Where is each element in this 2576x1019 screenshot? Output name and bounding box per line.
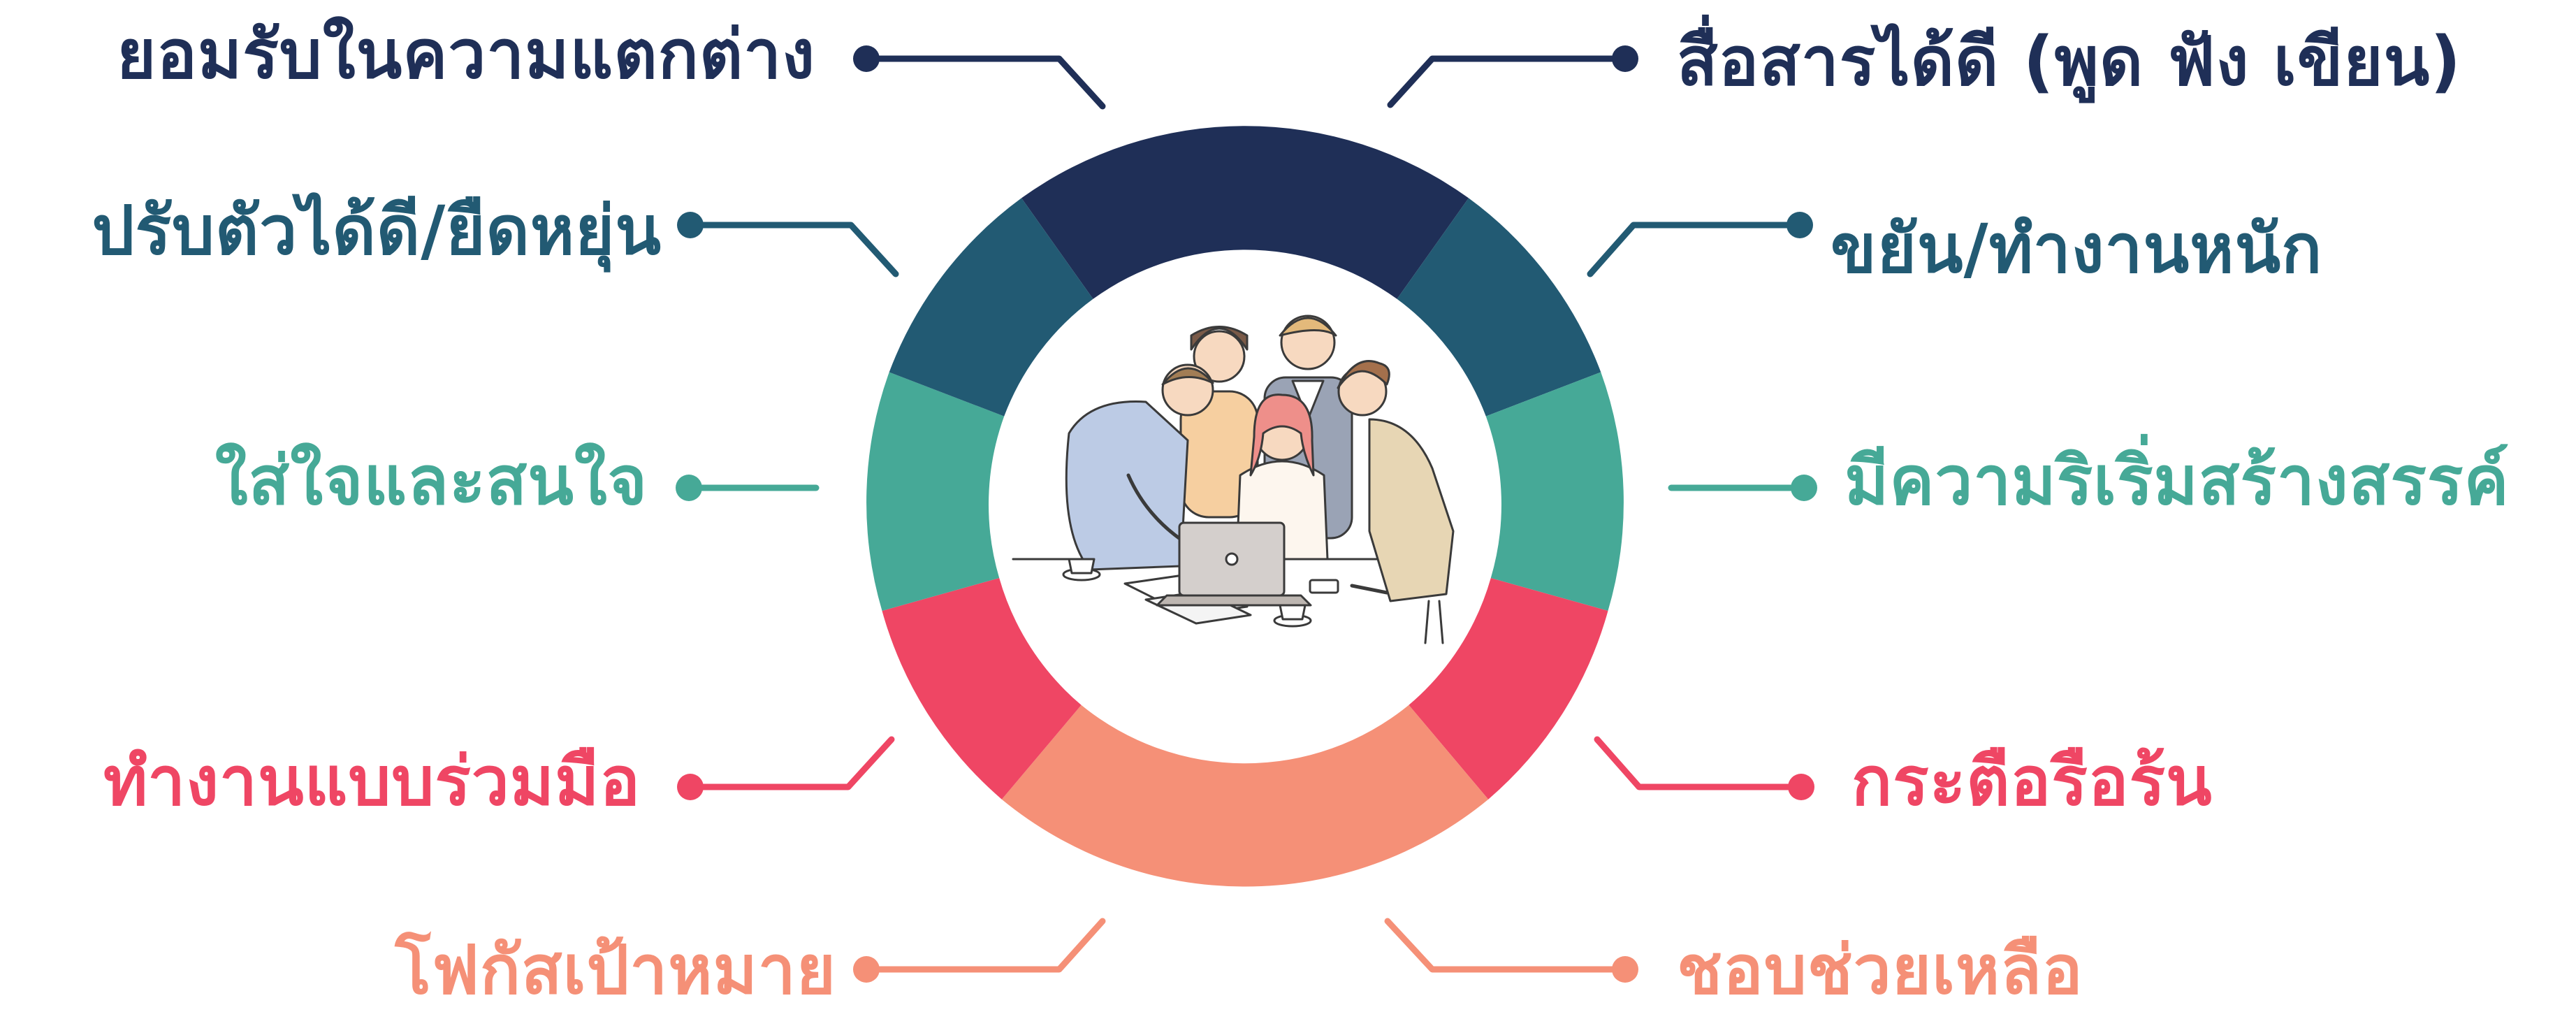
label-adaptable-flexible: ปรับตัวได้ดี/ยืดหยุ่น bbox=[92, 191, 662, 270]
dot-helpful bbox=[1612, 956, 1638, 983]
connector-collaborative bbox=[687, 736, 895, 790]
label-attentive-interested: ใส่ใจและสนใจ bbox=[214, 442, 648, 520]
connector-communicate-well bbox=[1387, 55, 1629, 108]
dot-creative-initiative bbox=[1791, 475, 1817, 501]
label-diligent-hardworking: ขยัน/ทำงานหนัก bbox=[1831, 210, 2323, 288]
dot-attentive-interested bbox=[676, 475, 702, 501]
dot-accept-differences bbox=[853, 45, 880, 72]
dot-communicate-well bbox=[1612, 45, 1638, 72]
ring-segment-bottom bbox=[1001, 704, 1489, 887]
dot-adaptable-flexible bbox=[677, 212, 704, 238]
connector-diligent-hardworking bbox=[1587, 222, 1803, 277]
label-goal-focused: โฟกัสเป้าหมาย bbox=[395, 931, 836, 1009]
connector-accept-differences bbox=[863, 55, 1106, 110]
ring-segment-upper-right bbox=[1397, 198, 1601, 417]
connector-helpful bbox=[1384, 918, 1629, 973]
ring-segment-left bbox=[866, 372, 1005, 611]
dot-diligent-hardworking bbox=[1787, 212, 1813, 238]
label-collaborative: ทำงานแบบร่วมมือ bbox=[103, 742, 641, 821]
label-helpful: ชอบช่วยเหลือ bbox=[1677, 931, 2083, 1009]
dot-enthusiastic bbox=[1788, 774, 1814, 800]
connector-adaptable-flexible bbox=[687, 222, 899, 277]
ring-segment-top bbox=[1021, 126, 1469, 299]
connector-enthusiastic bbox=[1594, 736, 1805, 790]
team-meeting-illustration bbox=[1012, 315, 1455, 644]
ring-segment-right bbox=[1485, 372, 1624, 611]
dot-goal-focused bbox=[853, 956, 880, 983]
ring-segment-upper-left bbox=[889, 198, 1093, 417]
ring-segment-lower-right bbox=[1409, 578, 1608, 800]
label-creative-initiative: มีความริเริ่มสร้างสรรค์ bbox=[1844, 442, 2510, 520]
label-communicate-well: สื่อสารได้ดี (พูด ฟัง เขียน) bbox=[1677, 22, 2462, 101]
label-accept-differences: ยอมรับในความแตกต่าง bbox=[117, 15, 815, 94]
dot-collaborative bbox=[677, 774, 704, 800]
connector-goal-focused bbox=[863, 918, 1106, 973]
label-enthusiastic: กระตือรือร้น bbox=[1851, 742, 2213, 821]
ring-segment-lower-left bbox=[882, 578, 1082, 800]
